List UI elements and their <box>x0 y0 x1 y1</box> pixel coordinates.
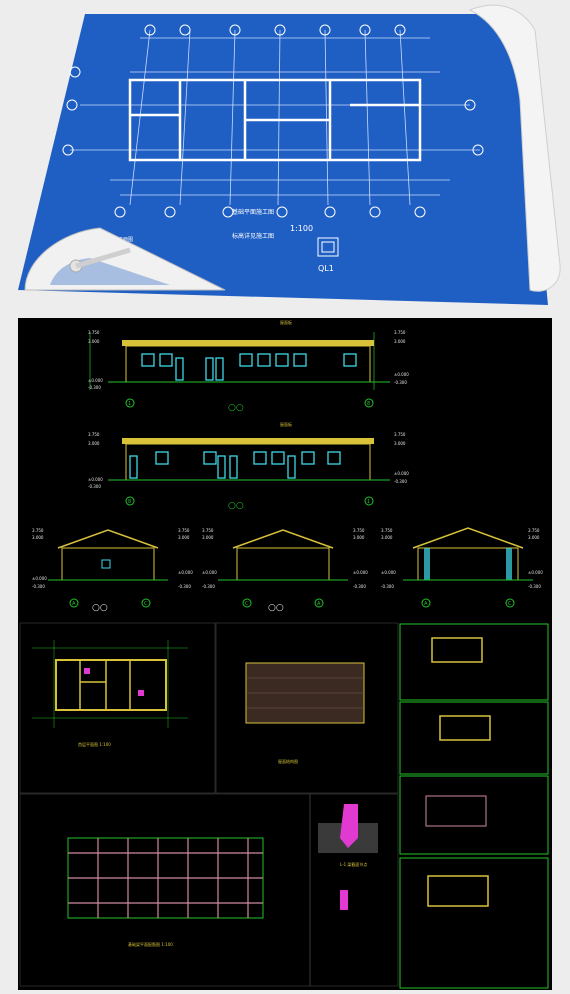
sec3-level-top: 3.750 <box>381 528 393 533</box>
elev2-level-ground-r: -0.300 <box>394 479 407 484</box>
elev2-caption: ○○ <box>228 501 244 511</box>
elev2-grid-left: 8 <box>128 499 131 505</box>
sec1-grid-c: C <box>144 601 148 607</box>
sec2-level-zero: ±0.000 <box>202 570 217 575</box>
protractor <box>24 227 226 291</box>
sec1-level-ground-r: -0.300 <box>178 584 191 589</box>
grid-bubbles <box>62 24 484 218</box>
plan-title-1: 基础平面施工图 <box>232 208 274 216</box>
sec2-level-top-r: 3.750 <box>353 528 365 533</box>
sec1-level-ground: -0.300 <box>32 584 45 589</box>
sec3-level-zero-r: ±0.000 <box>528 570 543 575</box>
section-3: A C 3.750 3.000 ±0.000 -0.300 3.750 3.00… <box>381 527 543 608</box>
sec1-level-zero: ±0.000 <box>32 576 47 581</box>
detail-caption: L-1 梁截面节点 <box>340 861 367 867</box>
elev1-grid-right: 8 <box>367 401 370 407</box>
foundation-plan-panel: 基础梁平面配筋图 1:100 <box>19 793 311 987</box>
sec1-level-eave-r: 3.000 <box>178 535 190 540</box>
roof-caption: 屋面结构图 <box>278 758 298 764</box>
rear-elevation: 8 1 ○○ 屋面板 3.750 3.000 ±0.000 -0.300 3.7… <box>88 421 409 511</box>
sec2-level-eave: 3.000 <box>202 535 214 540</box>
floor-plan-panel: 首层平面图 1:100 <box>19 622 216 794</box>
blueprint-corner-label: 平面图 <box>118 237 133 243</box>
sec3-grid-a: A <box>424 601 428 607</box>
sec1-level-eave: 3.000 <box>32 535 44 540</box>
plan-title-2: 标高详见施工图 <box>232 232 274 240</box>
section-2: C A ○○ 3.750 3.000 ±0.000 -0.300 3.750 3… <box>202 528 368 613</box>
sec3-level-top-r: 3.750 <box>528 528 540 533</box>
ql1-label: QL1 <box>318 264 334 273</box>
sec3-level-eave-r: 3.000 <box>528 535 540 540</box>
elev1-level-eave: 3.000 <box>88 339 100 344</box>
sec2-level-ground: -0.300 <box>202 584 215 589</box>
beam-detail-panel: L-1 梁截面节点 <box>309 793 399 987</box>
sec3-grid-c: C <box>508 601 512 607</box>
elev1-level-eave-r: 3.000 <box>394 339 406 344</box>
elev1-level-top: 3.750 <box>88 330 100 335</box>
front-elevation: 1 8 ○○ 屋面板 3.750 3.000 ±0.000 -0.300 3.7… <box>88 319 409 413</box>
sec2-level-ground-r: -0.300 <box>353 584 366 589</box>
cad-drawings: 1 8 ○○ 屋面板 3.750 3.000 ±0.000 -0.300 3.7… <box>18 318 552 990</box>
cad-drawing-sheet: 1 8 ○○ 屋面板 3.750 3.000 ±0.000 -0.300 3.7… <box>18 318 552 990</box>
elev2-level-top: 3.750 <box>88 432 100 437</box>
elev1-level-top-r: 3.750 <box>394 330 406 335</box>
sec3-level-eave: 3.000 <box>381 535 393 540</box>
sec3-level-ground-r: -0.300 <box>528 584 541 589</box>
sec1-grid-a: A <box>72 601 76 607</box>
elev2-level-zero: ±0.000 <box>88 477 103 482</box>
sec2-grid-c: C <box>245 601 249 607</box>
foundation-caption: 基础梁平面配筋图 1:100 <box>128 941 173 947</box>
roof-plan-panel: 屋面结构图 <box>215 622 399 794</box>
floor-plan-lines <box>70 29 480 206</box>
elev1-level-zero: ±0.000 <box>88 378 103 383</box>
sec1-level-top: 3.750 <box>32 528 44 533</box>
blueprint-sheet-image: 基础平面施工图 标高详见施工图 1:100 平面图 QL1 <box>18 4 561 305</box>
elev2-note: 屋面板 <box>280 421 292 427</box>
elev1-level-ground-r: -0.300 <box>394 380 407 385</box>
sec1-caption: ○○ <box>92 603 108 613</box>
sec1-level-top-r: 3.750 <box>178 528 190 533</box>
plan-scale: 1:100 <box>290 224 313 233</box>
sec2-level-top: 3.750 <box>202 528 214 533</box>
sec2-caption: ○○ <box>268 603 284 613</box>
elev2-level-eave-r: 3.000 <box>394 441 406 446</box>
sec3-level-ground: -0.300 <box>381 584 394 589</box>
sec3-level-zero: ±0.000 <box>381 570 396 575</box>
elev2-level-ground: -0.300 <box>88 484 101 489</box>
plan-caption: 首层平面图 1:100 <box>78 741 111 747</box>
elev1-level-ground: -0.300 <box>88 385 101 390</box>
elev1-caption: ○○ <box>228 403 244 413</box>
ql1-detail <box>317 237 339 257</box>
elev2-grid-right: 1 <box>367 499 370 505</box>
elev1-note: 屋面板 <box>280 319 292 325</box>
elev1-level-zero-r: ±0.000 <box>394 372 409 377</box>
sheet-thumbnails <box>399 623 549 989</box>
sec2-level-eave-r: 3.000 <box>353 535 365 540</box>
paper-roll <box>468 4 561 292</box>
sec2-grid-a: A <box>317 601 321 607</box>
elev2-level-top-r: 3.750 <box>394 432 406 437</box>
section-1: A C ○○ 3.750 3.000 ±0.000 -0.300 3.750 3… <box>32 528 193 613</box>
elev2-level-zero-r: ±0.000 <box>394 471 409 476</box>
sec1-level-zero-r: ±0.000 <box>178 570 193 575</box>
sec2-level-zero-r: ±0.000 <box>353 570 368 575</box>
elev2-level-eave: 3.000 <box>88 441 100 446</box>
floor-plan-walls <box>128 78 422 162</box>
elev1-grid-left: 1 <box>128 401 131 407</box>
